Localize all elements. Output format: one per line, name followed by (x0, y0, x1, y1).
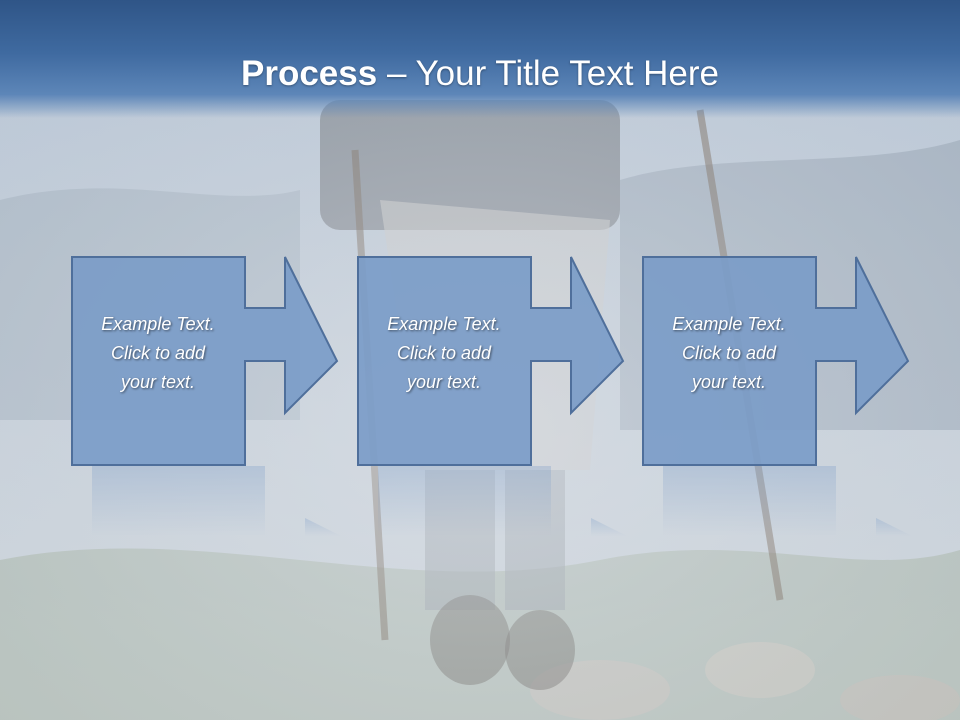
step-text[interactable]: Example Text. Click to add your text. (71, 310, 245, 397)
step-text-line-3: your text. (691, 372, 767, 392)
step-text-line-3: your text. (406, 372, 482, 392)
step-arrow-shape (357, 256, 625, 466)
step-text-line-2: Click to add (681, 343, 777, 363)
step-reflection (663, 466, 912, 536)
title-bar (0, 0, 960, 118)
step-text-line-1: Example Text. (101, 314, 215, 334)
slide-title: Process – Your Title Text Here (0, 52, 960, 96)
slide-title-bold: Process (241, 54, 378, 93)
step-reflection (378, 466, 627, 536)
process-step-1[interactable]: Example Text. Click to add your text. (71, 256, 411, 466)
step-reflection (92, 466, 341, 536)
step-text-line-2: Click to add (110, 343, 206, 363)
step-text[interactable]: Example Text. Click to add your text. (357, 310, 531, 397)
process-step-3[interactable]: Example Text. Click to add your text. (642, 256, 960, 466)
process-step-2[interactable]: Example Text. Click to add your text. (357, 256, 697, 466)
slide-title-rest: – Your Title Text Here (377, 54, 719, 93)
step-text-line-3: your text. (120, 372, 196, 392)
step-text-line-2: Click to add (396, 343, 492, 363)
step-text[interactable]: Example Text. Click to add your text. (642, 310, 816, 397)
step-text-line-1: Example Text. (387, 314, 501, 334)
step-text-line-1: Example Text. (672, 314, 786, 334)
step-arrow-shape (642, 256, 910, 466)
step-arrow-shape (71, 256, 339, 466)
